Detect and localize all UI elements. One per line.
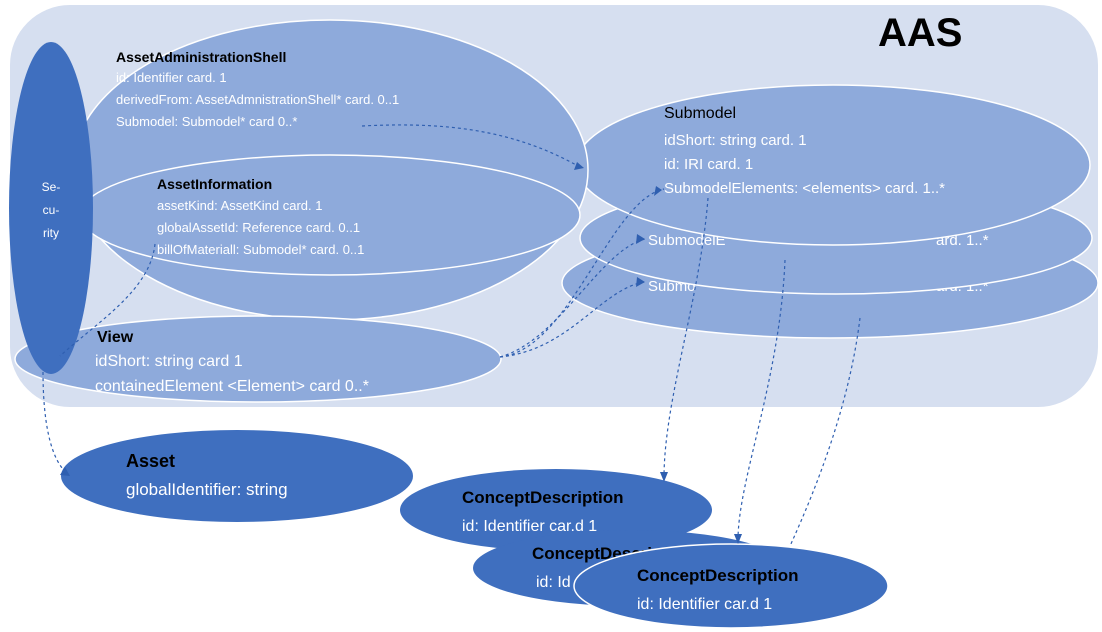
aas-shell-line-2: derivedFrom: AssetAdmnistrationShell* ca… (116, 92, 399, 107)
arrowhead-view-submodel-3 (636, 277, 645, 287)
asset-line: globalIdentifier: string (126, 480, 288, 499)
asset-title: Asset (126, 451, 175, 471)
security-ellipse (9, 42, 93, 374)
security-line-2: cu- (43, 203, 60, 217)
arrowhead-view-asset (60, 467, 70, 476)
connector-view-submodel-3 (499, 281, 645, 358)
arrowheads (60, 162, 742, 544)
connector-submodel-concept-2 (737, 259, 786, 541)
connector-view-submodel-1 (499, 188, 665, 358)
aas-shell-line-3: Submodel: Submodel* card 0..* (116, 114, 297, 129)
arrowhead-submodel-ref (574, 162, 584, 170)
connector-submodel-concept-1 (663, 197, 709, 479)
connector-view-asset (42, 371, 69, 475)
view-title: View (97, 329, 134, 346)
view-line-2: containedElement <Element> card 0..* (95, 378, 369, 395)
security-line-1: Se- (42, 180, 61, 194)
arrowhead-view-submodel-2 (636, 234, 645, 244)
arrowhead-concept-2 (734, 534, 742, 544)
view-ellipse (14, 315, 502, 403)
submodel-title: Submodel (664, 105, 736, 122)
submodel-ellipse (575, 84, 1091, 246)
concept-description-1-title: ConceptDescription (462, 488, 624, 507)
connector-submodel-ref (361, 124, 579, 167)
concept-description-3-line: id: Identifier car.d 1 (637, 596, 772, 613)
aas-region-label: AAS (878, 11, 962, 55)
aas-shell-line-1: id: Identifier card. 1 (116, 70, 227, 85)
concept-description-1-line: id: Identifier car.d 1 (462, 518, 597, 535)
asset-information-ellipse (79, 154, 581, 276)
submodel-line-3: SubmodelElements: <elements> card. 1..* (664, 180, 945, 197)
asset-information-line-3: billOfMateriall: Submodel* card. 0..1 (157, 242, 364, 257)
asset-information-title: AssetInformation (157, 176, 272, 192)
view-line-1: idShort: string card 1 (95, 353, 243, 370)
aas-shell-title: AssetAdministrationShell (116, 49, 286, 65)
asset-ellipse (61, 430, 413, 522)
arrowhead-concept-1 (660, 472, 668, 482)
connector-submodel-concept-3 (789, 317, 861, 547)
security-line-3: rity (43, 226, 59, 240)
concept-description-3-title: ConceptDescription (637, 566, 799, 585)
asset-information-line-2: globalAssetId: Reference card. 0..1 (157, 220, 360, 235)
asset-information-line-1: assetKind: AssetKind card. 1 (157, 198, 322, 213)
submodel-line-2: id: IRI card. 1 (664, 156, 753, 173)
submodel-line-1: idShort: string card. 1 (664, 132, 807, 149)
submodel-stack-2-left: SubmodelE (648, 232, 726, 249)
arrowhead-view-submodel-1 (654, 186, 662, 196)
connectors (42, 124, 861, 547)
concept-description-ellipse-3 (573, 543, 889, 629)
concept-description-2-line: id: Id (536, 574, 571, 591)
